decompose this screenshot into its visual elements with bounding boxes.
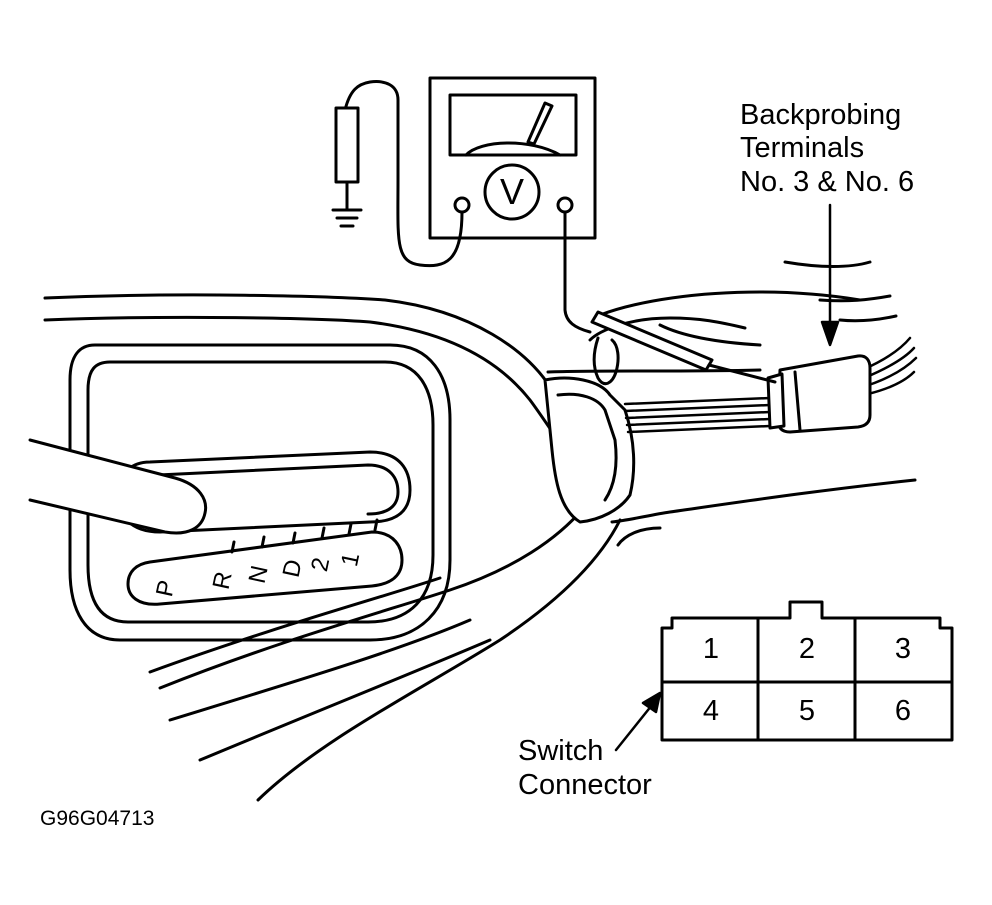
pin-1: 1 <box>702 632 720 665</box>
backprobing-line-1: Backprobing <box>740 99 902 131</box>
switch-connector-line-2: Connector <box>518 769 652 801</box>
pin-4: 4 <box>702 694 720 727</box>
ground-probe <box>331 106 363 228</box>
callout-arrows <box>614 203 840 752</box>
range-switch-body <box>543 376 636 524</box>
backprobing-line-3: No. 3 & No. 6 <box>740 166 915 198</box>
shift-indicator-window <box>126 530 404 606</box>
harness-connector <box>766 354 872 434</box>
backprobe-pen <box>590 310 777 384</box>
shift-lever <box>28 438 208 535</box>
indicator-ticks <box>230 518 379 554</box>
backprobing-line-2: Terminals <box>740 132 865 164</box>
shift-console <box>43 293 622 802</box>
voltmeter-symbol: V <box>500 171 525 212</box>
wire-harness <box>623 336 918 434</box>
pin-2: 2 <box>798 632 816 665</box>
pin-5: 5 <box>798 694 816 727</box>
figure-id: G96G04713 <box>40 807 155 830</box>
shift-gate-bezel <box>68 343 452 642</box>
meter-leads <box>343 80 592 334</box>
pin-6: 6 <box>894 694 912 727</box>
voltmeter <box>428 76 597 240</box>
pin-3: 3 <box>894 632 912 665</box>
switch-connector-face <box>660 600 954 742</box>
switch-connector-line-1: Switch <box>518 735 604 767</box>
